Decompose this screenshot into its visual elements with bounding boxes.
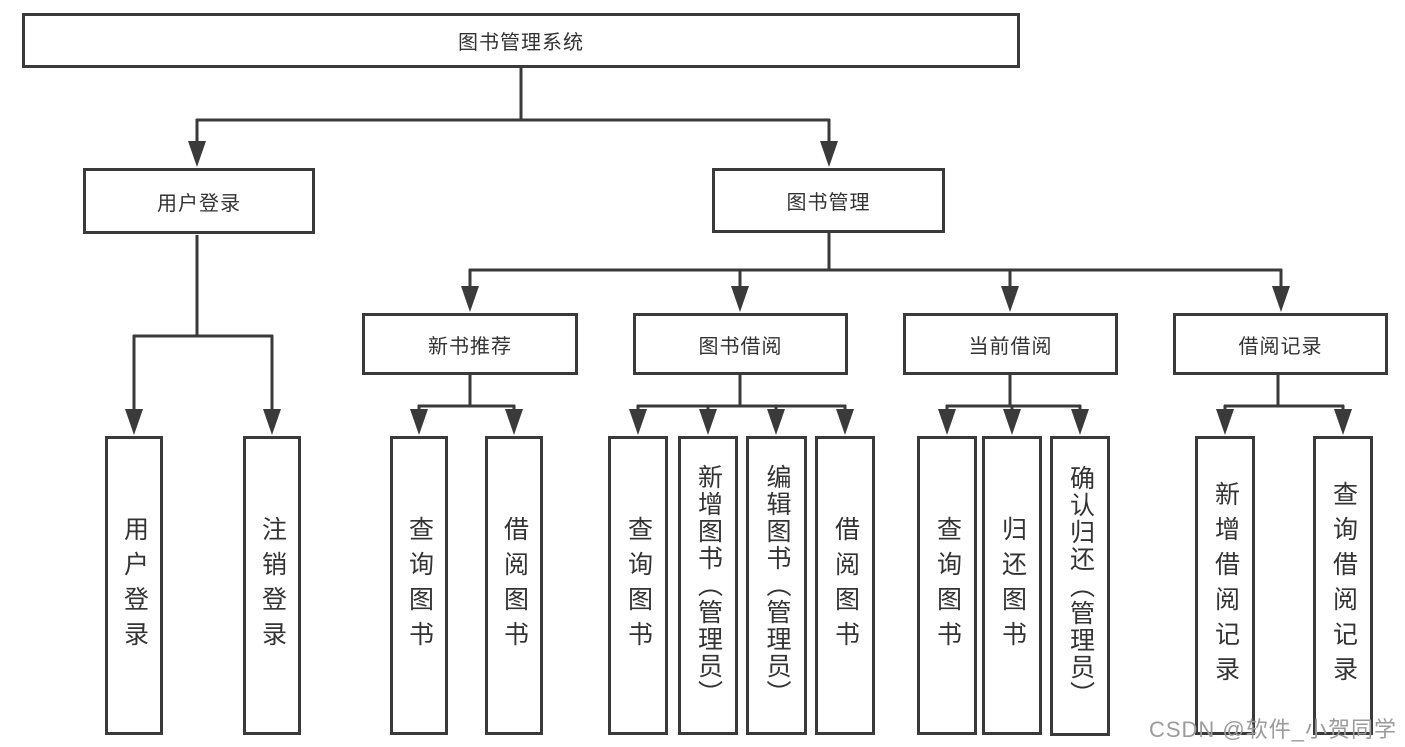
leaf-query-book-label: 查询图书 (933, 515, 962, 656)
leaf-logout: 注销登录 (243, 436, 301, 735)
leaf-add-borrow-record-label: 新增借阅记录 (1211, 480, 1240, 691)
node-borrow-records-label: 借阅记录 (1238, 335, 1323, 358)
node-book-management-label: 图书管理 (786, 192, 871, 214)
leaf-query-book-label: 查询图书 (624, 515, 653, 656)
node-borrow-records: 借阅记录 (1173, 313, 1388, 375)
leaf-return-book: 归还图书 (982, 436, 1042, 735)
node-current-borrow-label: 当前借阅 (968, 335, 1053, 358)
leaf-query-book: 查询图书 (390, 436, 448, 735)
leaf-user-login: 用户登录 (105, 436, 163, 735)
node-current-borrow: 当前借阅 (903, 313, 1118, 375)
node-user-login: 用户登录 (83, 168, 315, 234)
leaf-add-book-admin-label: 新增图书（管理员） (694, 464, 723, 707)
leaf-edit-book-admin-label: 编辑图书（管理员） (763, 464, 791, 707)
leaf-query-borrow-record: 查询借阅记录 (1313, 436, 1373, 735)
leaf-add-borrow-record: 新增借阅记录 (1195, 436, 1255, 735)
leaf-borrow-book: 借阅图书 (485, 436, 543, 735)
leaf-query-book: 查询图书 (608, 436, 668, 735)
node-user-login-label: 用户登录 (157, 192, 241, 215)
leaf-confirm-return-admin-label: 确认归还（管理员） (1066, 464, 1095, 708)
node-root-label: 图书管理系统 (458, 32, 584, 54)
leaf-borrow-book: 借阅图书 (815, 436, 875, 735)
leaf-query-borrow-record-label: 查询借阅记录 (1329, 480, 1358, 691)
leaf-user-login-label: 用户登录 (120, 515, 149, 656)
leaf-edit-book-admin: 编辑图书（管理员） (746, 436, 807, 735)
leaf-query-book-label: 查询图书 (405, 515, 434, 656)
leaf-return-book-label: 归还图书 (998, 515, 1027, 656)
node-book-management: 图书管理 (712, 168, 945, 233)
leaf-confirm-return-admin: 确认归还（管理员） (1050, 436, 1110, 736)
node-new-book-recommend-label: 新书推荐 (428, 335, 512, 358)
node-root: 图书管理系统 (22, 13, 1020, 68)
leaf-logout-label: 注销登录 (258, 515, 287, 656)
csdn-watermark: CSDN @软件_小贺同学 (1148, 717, 1397, 742)
node-new-book-recommend: 新书推荐 (362, 313, 578, 375)
leaf-query-book: 查询图书 (917, 436, 977, 735)
leaf-borrow-book-label: 借阅图书 (500, 515, 529, 656)
node-book-borrow: 图书借阅 (633, 313, 848, 375)
leaf-add-book-admin: 新增图书（管理员） (678, 436, 738, 735)
node-book-borrow-label: 图书借阅 (698, 335, 783, 358)
leaf-borrow-book-label: 借阅图书 (831, 515, 860, 656)
